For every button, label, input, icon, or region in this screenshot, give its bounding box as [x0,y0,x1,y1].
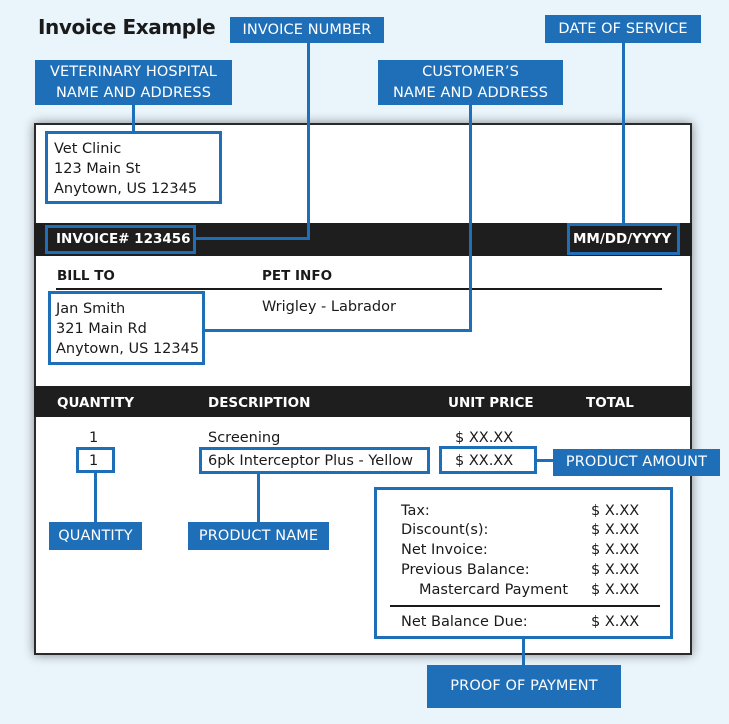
invoice-number-highlight [45,225,196,254]
callout-vet-hospital-line1: VETERINARY HOSPITAL [49,63,217,80]
col-description: DESCRIPTION [208,395,311,411]
callout-proof-of-payment: PROOF OF PAYMENT [427,665,621,708]
col-quantity: QUANTITY [57,395,134,411]
net-balance-label: Net Balance Due: [401,614,528,630]
invoice-number-bar [34,223,692,256]
callout-invoice-number: INVOICE NUMBER [230,17,384,43]
bill-to-city: Anytown, US 12345 [56,341,200,357]
connector-line [536,459,554,462]
clinic-name: Vet Clinic [54,141,122,157]
connector-line [257,472,260,522]
summary-prev-balance-label: Previous Balance: [401,562,530,578]
bill-to-name: Jan Smith [56,301,126,317]
clinic-address-highlight [45,131,222,204]
net-balance-value: $ X.XX [591,614,640,630]
summary-tax-value: $ X.XX [591,503,640,519]
connector-line [307,42,310,240]
date-highlight [567,223,680,255]
summary-tax-label: Tax: [401,503,430,519]
clinic-street: 123 Main St [54,161,141,177]
invoice-date-text: MM/DD/YYYY [573,231,672,247]
quantity-highlight [76,447,115,473]
table-row-qty: 1 [89,430,99,446]
callout-product-name: PRODUCT NAME [188,522,329,550]
summary-net-invoice-value: $ X.XX [591,542,640,558]
diagram-title: Invoice Example [38,15,216,39]
payment-highlight [374,487,673,639]
callout-customer: CUSTOMER’S NAME AND ADDRESS [378,60,563,105]
bill-to-highlight [48,291,205,365]
summary-discount-label: Discount(s): [401,522,489,538]
summary-discount-value: $ X.XX [591,522,640,538]
table-row-price: $ XX.XX [455,453,514,469]
col-unit-price: UNIT PRICE [448,395,534,411]
table-row-description: Screening [208,430,281,446]
connector-line [132,104,135,132]
callout-customer-line1: CUSTOMER’S [422,63,519,80]
callout-date-of-service: DATE OF SERVICE [545,15,701,43]
callout-customer-line2: NAME AND ADDRESS [392,84,549,101]
bill-to-rule [56,288,662,290]
table-row-price: $ XX.XX [455,430,514,446]
table-row-description: 6pk Interceptor Plus - Yellow [208,453,413,469]
bill-to-street: 321 Main Rd [56,321,147,337]
table-header-bar [34,386,692,417]
invoice-number-text: INVOICE# 123456 [56,231,191,247]
pet-info-value: Wrigley - Labrador [262,299,396,315]
summary-payment-value: $ X.XX [591,582,640,598]
summary-payment-label: Mastercard Payment [419,582,569,598]
connector-line [203,329,472,332]
pet-info-heading: PET INFO [262,268,333,284]
summary-net-invoice-label: Net Invoice: [401,542,488,558]
clinic-city: Anytown, US 12345 [54,181,198,197]
connector-line [94,472,97,522]
connector-line [469,104,472,332]
callout-quantity: QUANTITY [49,522,142,550]
product-amount-highlight [439,446,537,474]
product-name-highlight [199,447,430,474]
connector-line [194,237,310,240]
connector-line [522,638,525,666]
summary-prev-balance-value: $ X.XX [591,562,640,578]
table-row-qty: 1 [89,453,99,469]
col-total: TOTAL [586,395,634,411]
bill-to-heading: BILL TO [57,268,115,284]
summary-rule [390,605,660,607]
callout-vet-hospital-line2: NAME AND ADDRESS [55,84,212,101]
connector-line [622,42,625,224]
callout-product-amount: PRODUCT AMOUNT [553,449,720,476]
callout-vet-hospital: VETERINARY HOSPITAL NAME AND ADDRESS [35,60,232,105]
